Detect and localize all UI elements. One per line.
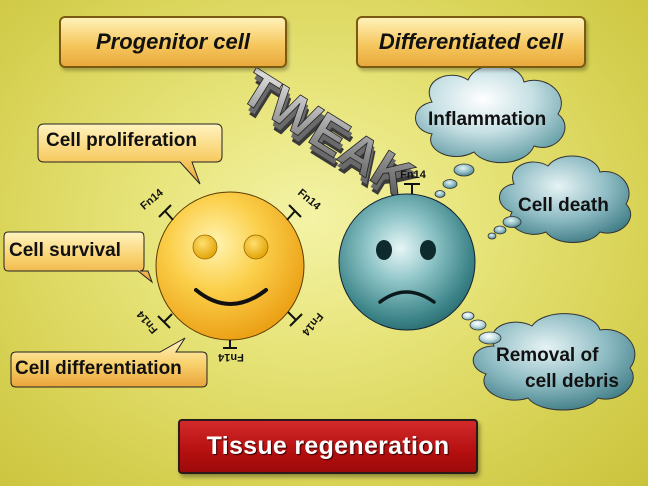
bubble-cell-differentiation — [10, 337, 208, 388]
fn14-label: Fn14 — [299, 310, 325, 338]
bubble-cell-proliferation — [37, 123, 223, 185]
cloud-inflammation — [415, 64, 566, 198]
label-removal-line1: Removal of — [496, 345, 599, 366]
fn14-receptor-top-right: Fn14 — [286, 187, 323, 221]
header-progenitor-label: Progenitor cell — [95, 29, 251, 54]
header-differentiated-label: Differentiated cell — [378, 29, 564, 54]
fn14-label: Fn14 — [400, 169, 427, 181]
fn14-label: Fn14 — [295, 187, 323, 213]
cloud-cell-death — [487, 155, 632, 243]
header-differentiated-cell: Differentiated cell — [356, 16, 586, 68]
left-eye — [376, 240, 392, 260]
frown — [378, 290, 436, 304]
fn14-receptor-sad-top: Fn14 — [400, 169, 427, 194]
right-eye — [420, 240, 436, 260]
right-eye — [243, 234, 269, 260]
progenitor-cell-happy — [155, 191, 305, 341]
label-cell-differentiation: Cell differentiation — [15, 358, 182, 379]
fn14-receptor-top-left: Fn14 — [138, 186, 174, 221]
bubble-cell-survival — [3, 231, 154, 284]
label-inflammation: Inflammation — [428, 109, 547, 130]
differentiated-cell-sad — [338, 193, 476, 331]
label-cell-proliferation: Cell proliferation — [46, 130, 197, 151]
footer-tissue-regeneration: Tissue regeneration — [178, 419, 478, 474]
fn14-label: Fn14 — [217, 351, 244, 363]
fn14-receptor-bottom: Fn14 — [217, 340, 244, 363]
label-cell-survival: Cell survival — [9, 240, 121, 261]
cloud-removal-debris — [461, 311, 636, 411]
footer-label: Tissue regeneration — [206, 432, 450, 460]
fn14-receptor-bottom-left: Fn14 — [134, 308, 173, 336]
label-removal-line2: cell debris — [525, 371, 619, 392]
fn14-label: Fn14 — [134, 308, 160, 336]
fn14-receptor-bottom-right: Fn14 — [287, 310, 325, 338]
smile — [194, 288, 268, 306]
label-cell-death: Cell death — [518, 195, 609, 216]
left-eye — [192, 234, 218, 260]
header-progenitor-cell: Progenitor cell — [59, 16, 287, 68]
fn14-label: Fn14 — [138, 186, 166, 212]
